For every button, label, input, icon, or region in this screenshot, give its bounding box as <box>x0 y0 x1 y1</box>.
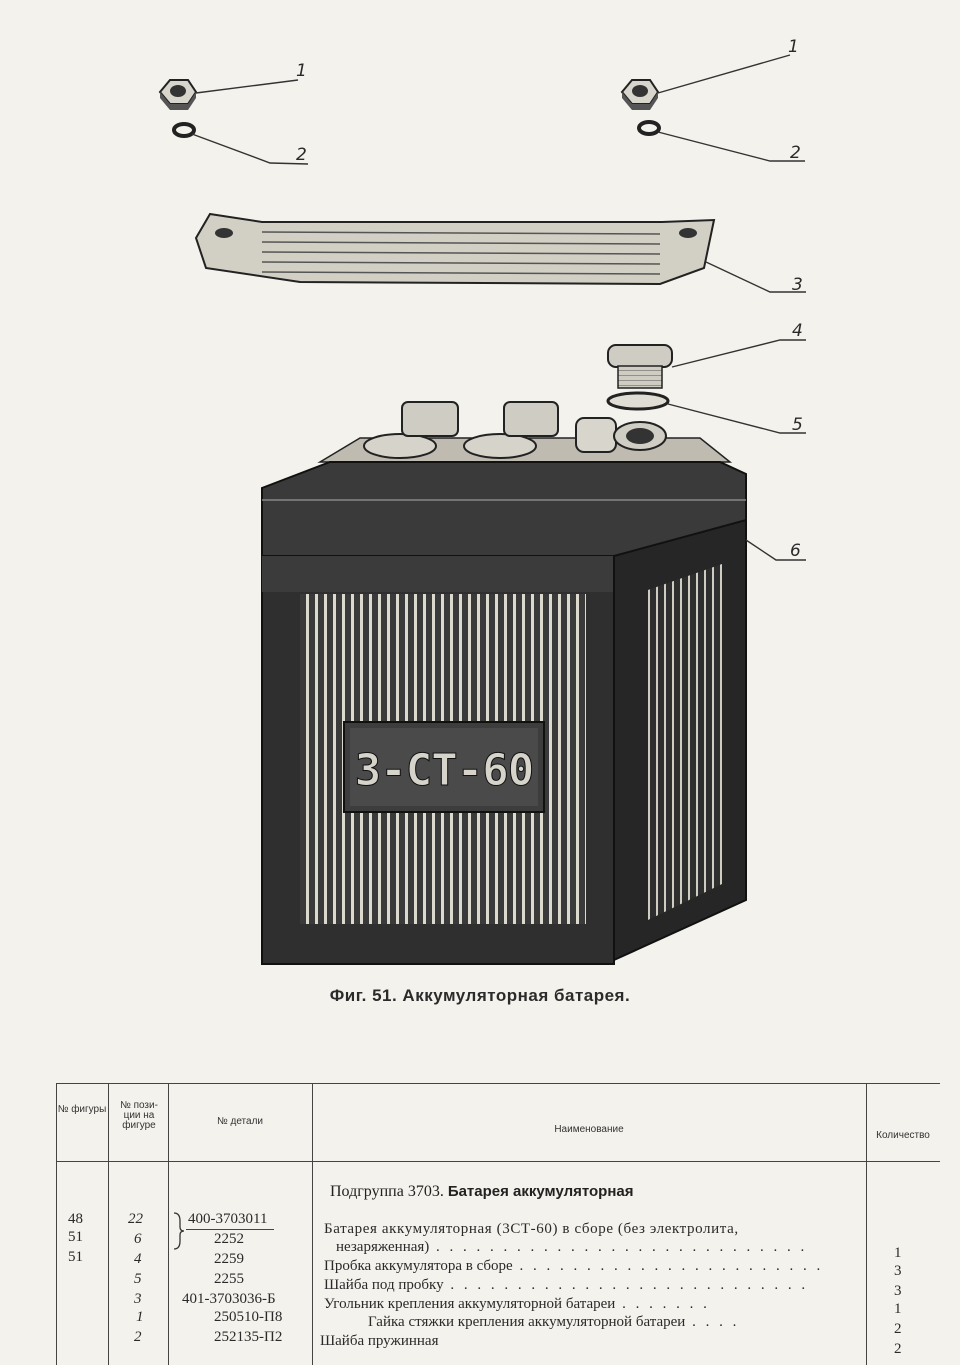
parts-table: № фигуры № пози-ции на фигуре № детали Н… <box>56 1083 940 1365</box>
part-name-cell: Угольник крепления аккумуляторной батаре… <box>324 1296 710 1312</box>
part-name-cell: Шайба под пробку . . . . . . . . . . . .… <box>324 1277 809 1293</box>
subgroup-heading: Подгруппа 3703. Батарея аккумуляторная <box>330 1183 634 1201</box>
part-number-cell: 401-3703036-Б <box>182 1291 276 1307</box>
position-cell: 2 <box>134 1329 142 1345</box>
position-cell: 4 <box>134 1251 142 1267</box>
part-name-cell: Шайба пружинная <box>320 1333 439 1349</box>
part-number-cell: 250510-П8 <box>214 1309 283 1325</box>
spring-washer-right <box>637 120 661 136</box>
figure-no-cell: 48 <box>68 1211 83 1227</box>
battery-exploded-illustration: 3-СТ-60 1 2 1 2 3 4 5 6 <box>158 37 806 965</box>
model-plate: 3-СТ-60 <box>343 721 545 813</box>
part-number-cell: 2255 <box>214 1271 244 1287</box>
part-number-cell: 2259 <box>214 1251 244 1267</box>
part-name-cell: незаряженная) . . . . . . . . . . . . . … <box>336 1239 808 1255</box>
subgroup-title: Батарея аккумуляторная <box>447 1183 634 1200</box>
position-cell: 22 <box>128 1211 143 1227</box>
figure-no-cell: 51 <box>68 1229 83 1245</box>
plug-washer <box>606 391 670 411</box>
position-cell: 6 <box>134 1231 142 1247</box>
callout-3: 3 <box>792 275 803 295</box>
quantity-cell: 2 <box>894 1341 902 1357</box>
position-cell: 3 <box>134 1291 142 1307</box>
callout-2-left: 2 <box>296 145 307 165</box>
subgroup-label: Подгруппа 3703. <box>330 1183 444 1200</box>
battery-marking: 3-СТ-60 <box>355 745 533 796</box>
header-name: Наименование <box>554 1124 624 1135</box>
figure-no-cell: 51 <box>68 1249 83 1265</box>
part-number-cell: 252135-П2 <box>214 1329 283 1345</box>
callout-6: 6 <box>790 541 801 561</box>
header-quantity: Количество <box>876 1130 930 1141</box>
position-cell: 5 <box>134 1271 142 1287</box>
spring-washer-left <box>172 122 196 138</box>
quantity-cell: 3 <box>894 1263 902 1279</box>
nut-right <box>620 79 660 110</box>
part-number-cell: 2252 <box>214 1231 244 1247</box>
quantity-cell: 2 <box>894 1321 902 1337</box>
figure-caption: Фиг. 51. Аккумуляторная батарея. <box>329 986 631 1005</box>
quantity-cell: 3 <box>894 1283 902 1299</box>
callout-1-right: 1 <box>788 37 799 57</box>
part-name-cell: Батарея аккумуляторная (3СТ-60) в сборе … <box>324 1221 739 1237</box>
clamp-bracket <box>194 212 716 286</box>
header-part-no: № детали <box>216 1116 264 1127</box>
callout-5: 5 <box>792 415 803 435</box>
header-figure-no: № фигуры <box>57 1104 107 1115</box>
part-group-brace <box>173 1212 184 1250</box>
part-name-cell: Пробка аккумулятора в сборе . . . . . . … <box>324 1258 824 1274</box>
callout-4: 4 <box>792 321 803 341</box>
part-number-cell: 400-3703011 <box>188 1211 268 1227</box>
battery-terminals <box>317 401 733 463</box>
nut-left <box>158 79 198 110</box>
part-name-cell: Гайка стяжки крепления аккумуляторной ба… <box>368 1314 740 1330</box>
quantity-cell: 1 <box>894 1301 902 1317</box>
header-position-no: № пози-ции на фигуре <box>120 1100 158 1131</box>
callout-1-left: 1 <box>296 61 307 81</box>
filler-plug <box>607 344 673 389</box>
callout-2-right: 2 <box>790 143 801 163</box>
position-cell: 1 <box>136 1309 144 1325</box>
quantity-cell: 1 <box>894 1245 902 1261</box>
battery-lid <box>261 461 747 557</box>
